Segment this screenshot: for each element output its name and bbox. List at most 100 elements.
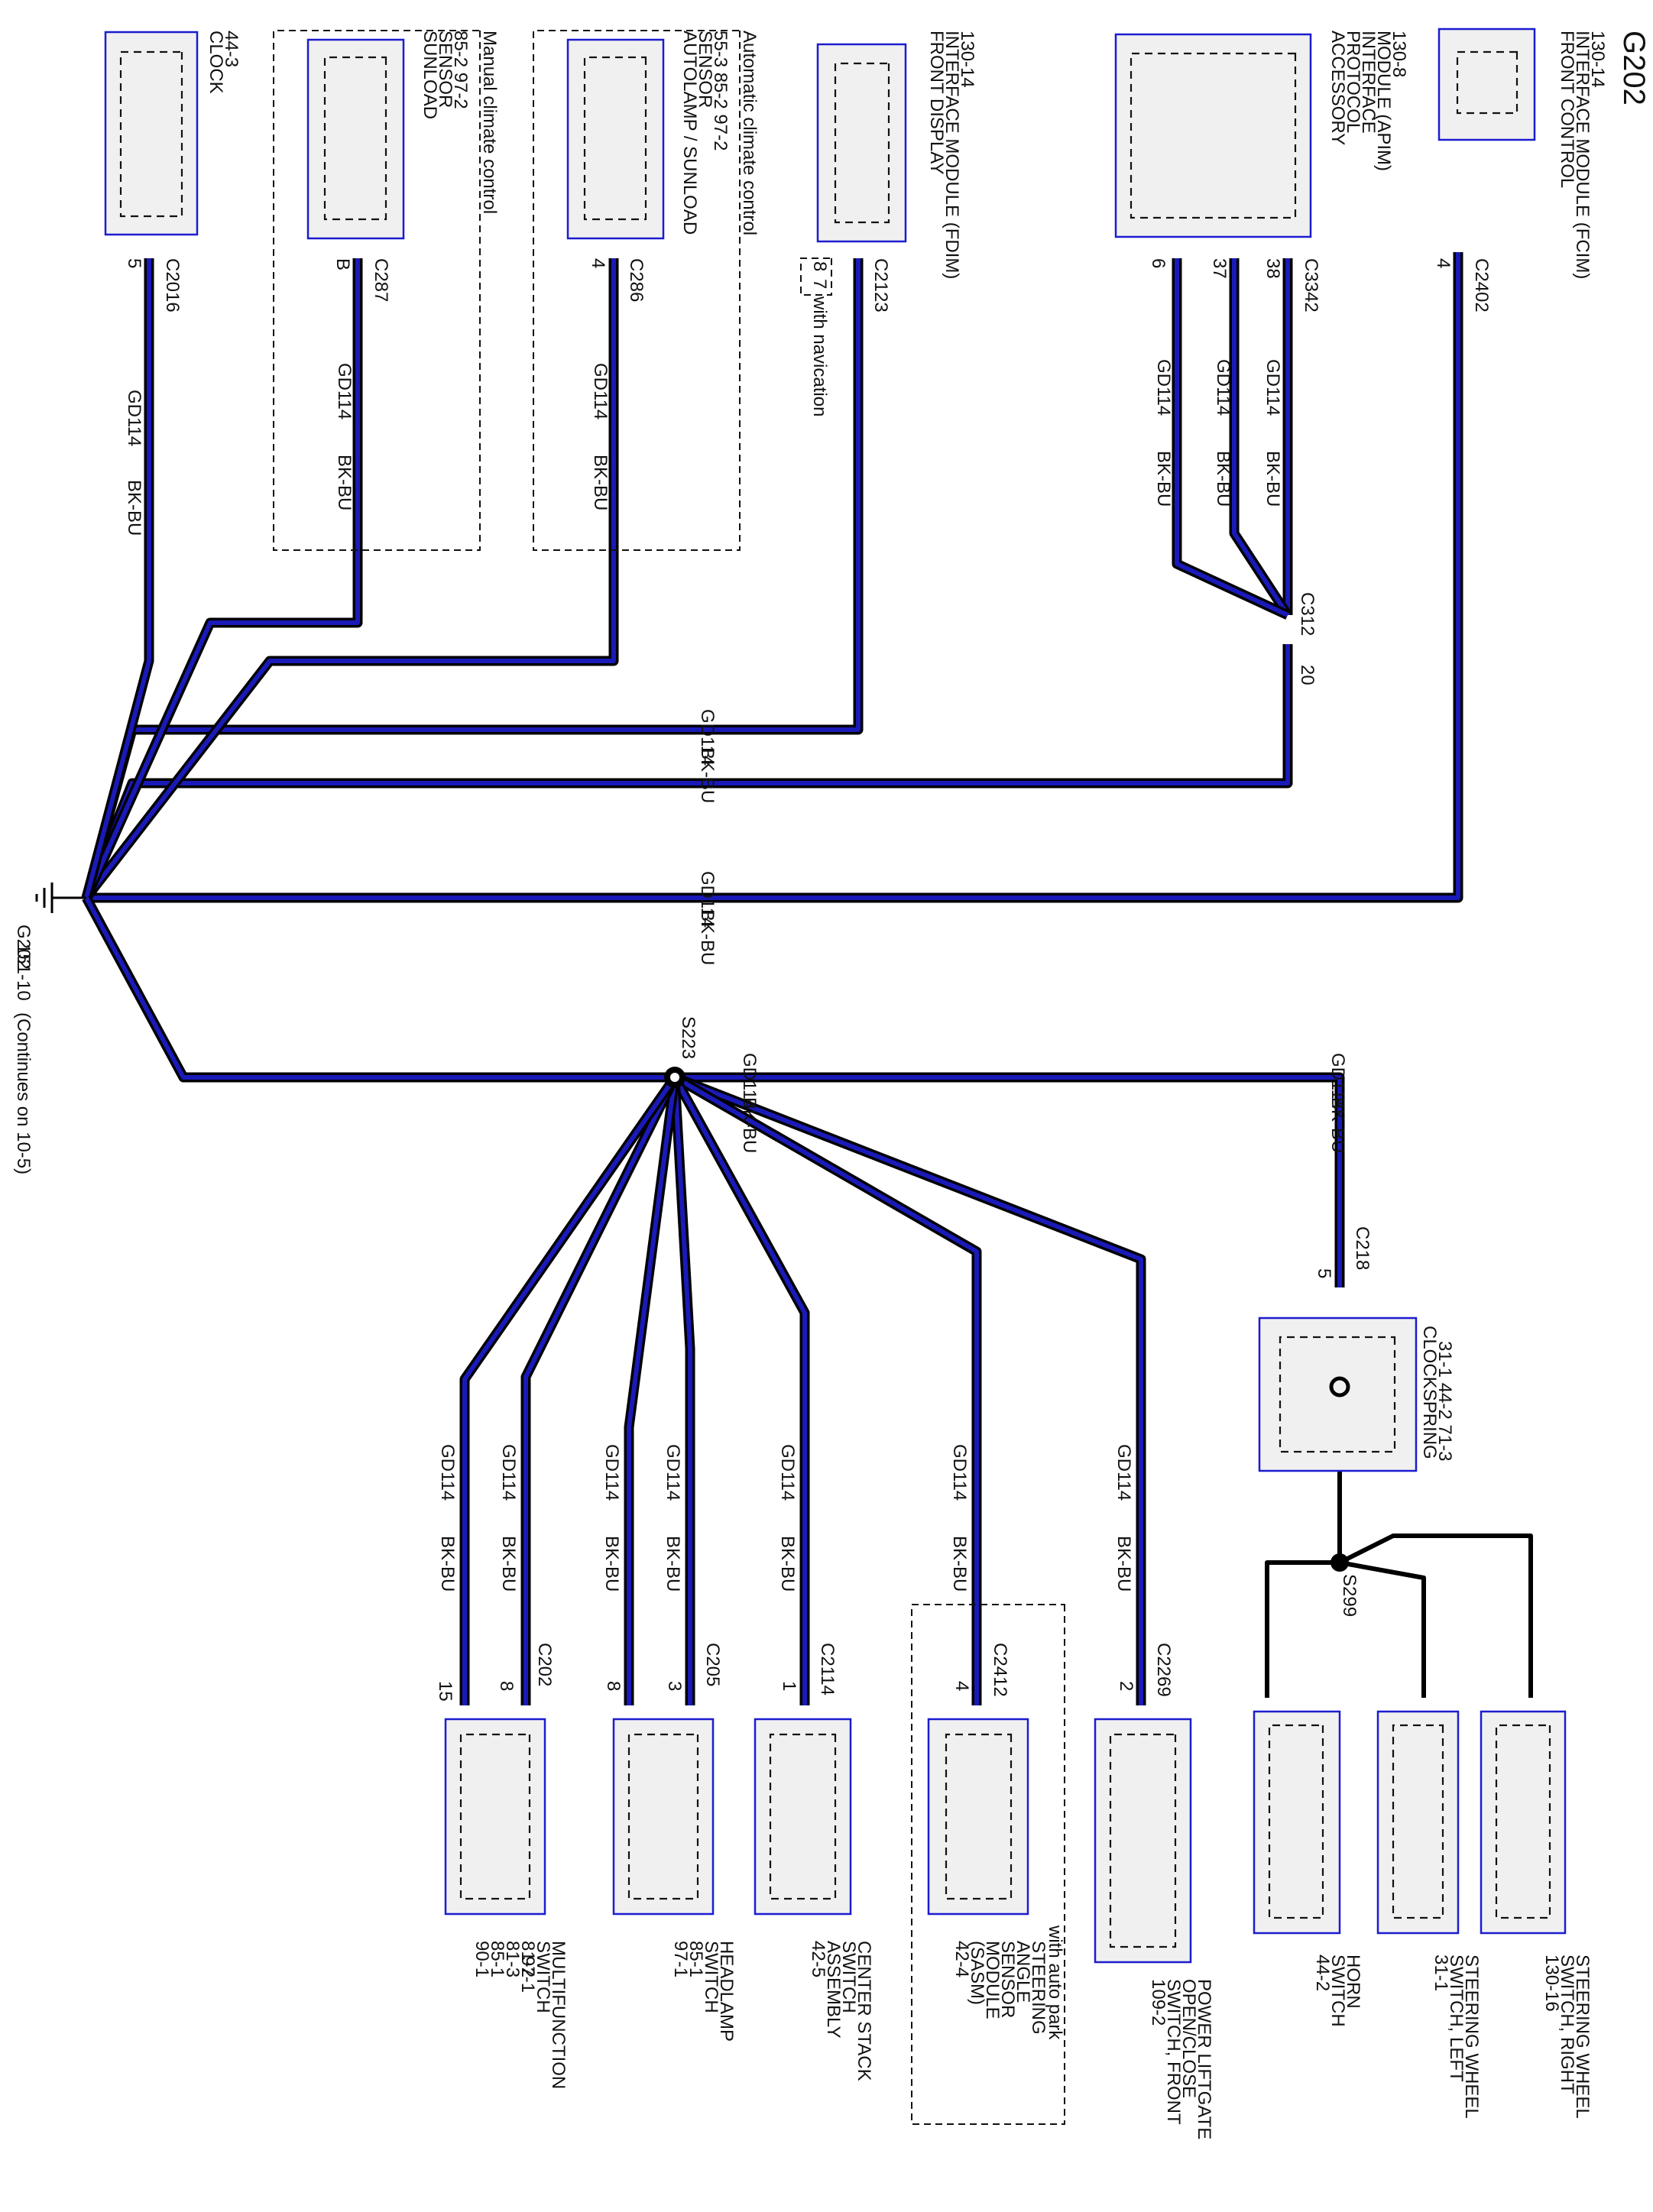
svg-text:97-1: 97-1: [670, 1941, 691, 1977]
svg-text:GD114: GD114: [1113, 1444, 1134, 1501]
svg-text:C3342: C3342: [1301, 258, 1321, 313]
svg-text:C2123: C2123: [870, 258, 891, 313]
svg-text:109-2: 109-2: [1148, 1979, 1168, 2026]
svg-text:BK-BU: BK-BU: [697, 747, 718, 803]
svg-text:MULTIFUNCTION: MULTIFUNCTION: [548, 1941, 569, 2089]
svg-text:GD114: GD114: [1213, 359, 1233, 416]
svg-text:BK-BU: BK-BU: [124, 480, 144, 536]
svg-text:C2016: C2016: [162, 258, 183, 313]
steering-wheel-switch-right[interactable]: STEERING WHEEL SWITCH, RIGHT 130-16: [1480, 1710, 1593, 2119]
svg-text:BK-BU: BK-BU: [663, 1536, 683, 1592]
svg-text:BK-BU: BK-BU: [1153, 451, 1174, 507]
svg-text:S299: S299: [1339, 1574, 1360, 1617]
center-stack-switch[interactable]: CENTER STACK SWITCH ASSEMBLY 42-5 C2114 …: [754, 1643, 874, 2081]
horn-switch[interactable]: HORN SWITCH 44-2: [1253, 1710, 1363, 2027]
svg-text:FRONT DISPLAY: FRONT DISPLAY: [926, 31, 947, 174]
svg-text:GD114: GD114: [1153, 359, 1174, 416]
svg-text:15: 15: [435, 1681, 455, 1702]
svg-text:85-2 97-2: 85-2 97-2: [450, 31, 471, 109]
svg-text:BK-BU: BK-BU: [697, 909, 718, 965]
fdim-module[interactable]: FRONT DISPLAY INTERFACE MODULE (FDIM) 13…: [800, 31, 977, 416]
svg-text:GD114: GD114: [949, 1444, 970, 1501]
svg-text:Manual climate control: Manual climate control: [479, 31, 500, 214]
auto-sunload-sensor[interactable]: Automatic climate control AUTOLAMP / SUN…: [533, 30, 760, 551]
manual-sunload-sensor[interactable]: Manual climate control SUNLOAD SENSOR 85…: [273, 30, 500, 551]
svg-text:CLOCKSPRING: CLOCKSPRING: [1419, 1326, 1440, 1459]
svg-text:ACCESSORY: ACCESSORY: [1327, 31, 1348, 145]
sasm-module[interactable]: with auto park STEERING ANGLE SENSOR MOD…: [911, 1604, 1065, 2125]
svg-text:130-8: 130-8: [1389, 31, 1409, 77]
svg-text:C2114: C2114: [817, 1643, 838, 1695]
svg-text:PROTOCOL: PROTOCOL: [1343, 31, 1363, 133]
svg-text:8: 8: [603, 1681, 624, 1691]
svg-text:C205: C205: [702, 1643, 723, 1686]
svg-text:GD114: GD114: [124, 390, 144, 446]
power-liftgate-switch[interactable]: POWER LIFTGATE OPEN/CLOSE SWITCH, FRONT …: [1094, 1643, 1214, 2139]
svg-text:BK-BU: BK-BU: [1262, 451, 1283, 507]
svg-text:MODULE (APIM): MODULE (APIM): [1373, 31, 1394, 171]
svg-text:5: 5: [1314, 1268, 1334, 1278]
headlamp-switch[interactable]: HEADLAMP SWITCH 85-1 97-1 C205 3 8: [603, 1643, 737, 2042]
svg-text:BK-BU: BK-BU: [949, 1536, 970, 1592]
svg-text:44-2: 44-2: [1312, 1955, 1333, 1991]
svg-text:130-16: 130-16: [1541, 1955, 1562, 2012]
svg-text:SUNLOAD: SUNLOAD: [420, 31, 440, 119]
svg-text:2: 2: [1116, 1681, 1136, 1691]
svg-text:130-14: 130-14: [957, 31, 977, 88]
svg-text:31-1 44-2 71-3: 31-1 44-2 71-3: [1434, 1341, 1455, 1461]
svg-text:Automatic climate control: Automatic climate control: [739, 31, 760, 235]
svg-text:3: 3: [664, 1681, 685, 1691]
svg-text:GD114: GD114: [777, 1444, 798, 1501]
clockspring[interactable]: CLOCKSPRING 31-1 44-2 71-3 C218 5: [1258, 1226, 1455, 1472]
svg-text:POWER LIFTGATE: POWER LIFTGATE: [1194, 1979, 1214, 2139]
svg-text:STEERING WHEEL: STEERING WHEEL: [1572, 1955, 1593, 2119]
svg-text:42-4: 42-4: [951, 1941, 972, 1977]
svg-text:38: 38: [1262, 258, 1283, 279]
svg-text:42-5: 42-5: [808, 1941, 828, 1977]
svg-text:90-1: 90-1: [472, 1941, 492, 1977]
svg-text:31-1: 31-1: [1431, 1955, 1451, 1991]
svg-text:GD114: GD114: [697, 871, 718, 928]
svg-text:STEERING WHEEL: STEERING WHEEL: [1461, 1955, 1482, 2119]
svg-text:with auto park: with auto park: [1045, 1925, 1065, 2040]
svg-text:81-3: 81-3: [502, 1941, 523, 1977]
svg-text:HEADLAMP: HEADLAMP: [716, 1941, 737, 2042]
svg-text:GD114: GD114: [437, 1444, 458, 1501]
svg-text:97-1: 97-1: [517, 1956, 538, 1993]
svg-text:S223: S223: [678, 1016, 698, 1059]
svg-text:HORN: HORN: [1343, 1955, 1363, 2009]
svg-text:C202: C202: [534, 1643, 555, 1686]
steering-wheel-switch-left[interactable]: STEERING WHEEL SWITCH, LEFT 31-1: [1376, 1710, 1482, 2119]
svg-text:ANGLE: ANGLE: [1013, 1941, 1033, 2003]
svg-text:37: 37: [1209, 258, 1230, 279]
svg-text:C286: C286: [626, 258, 647, 302]
svg-text:GD114: GD114: [739, 1053, 760, 1109]
svg-text:GD114: GD114: [1327, 1053, 1348, 1109]
svg-text:C312: C312: [1297, 592, 1318, 636]
svg-text:20: 20: [1297, 665, 1318, 685]
svg-text:GD114: GD114: [601, 1444, 622, 1501]
svg-text:85-1: 85-1: [487, 1941, 507, 1977]
svg-text:SENSOR: SENSOR: [695, 31, 715, 108]
svg-text:SWITCH: SWITCH: [838, 1941, 859, 2013]
svg-text:GD114: GD114: [1262, 359, 1283, 416]
svg-text:STEERING: STEERING: [1028, 1941, 1049, 2035]
svg-text:BK-BU: BK-BU: [334, 455, 355, 510]
svg-text:SWITCH, LEFT: SWITCH, LEFT: [1446, 1955, 1467, 2082]
multifunction-switch[interactable]: MULTIFUNCTION SWITCH 81-2 81-3 85-1 90-1…: [435, 1643, 569, 2089]
svg-text:130-14: 130-14: [1587, 31, 1608, 88]
clock-module[interactable]: CLOCK 44-3 C2016 5: [104, 31, 241, 313]
svg-text:5: 5: [124, 258, 144, 268]
apim-module[interactable]: ACCESSORY PROTOCOL INTERFACE MODULE (API…: [1114, 31, 1409, 685]
svg-text:SWITCH: SWITCH: [701, 1941, 721, 2013]
svg-text:ASSEMBLY: ASSEMBLY: [823, 1941, 844, 2039]
svg-text:7: 7: [809, 279, 830, 289]
svg-text:BK-BU: BK-BU: [1213, 451, 1233, 507]
fcim-module[interactable]: FRONT CONTROL INTERFACE MODULE (FCIM) 13…: [1433, 28, 1608, 313]
svg-text:4: 4: [1433, 258, 1454, 268]
svg-text:BK-BU: BK-BU: [1327, 1097, 1348, 1153]
svg-text:81-2: 81-2: [517, 1941, 538, 1977]
svg-text:BK-BU: BK-BU: [739, 1097, 760, 1153]
svg-text:C287: C287: [371, 258, 391, 302]
